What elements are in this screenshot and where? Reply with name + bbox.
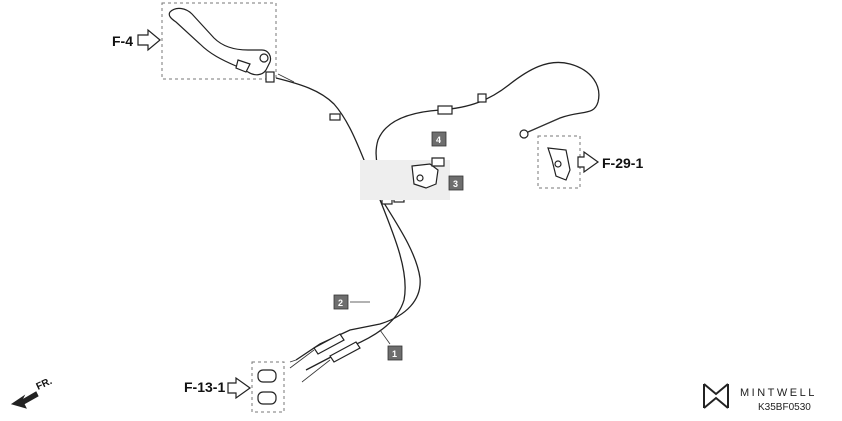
callout-clamp: 3 xyxy=(453,179,458,189)
callout-cable-1: 1 xyxy=(392,349,397,359)
caps-group: F-13-1 xyxy=(184,361,285,413)
lever-clip xyxy=(235,59,251,73)
cap-lower xyxy=(257,391,277,405)
front-direction: FR. xyxy=(10,376,54,409)
cable-boot xyxy=(437,105,453,115)
caps-frame xyxy=(251,361,285,413)
cable-end-adjuster-1 xyxy=(313,333,345,355)
cable-callouts: 2 1 xyxy=(333,294,403,361)
cable-upper-group xyxy=(265,71,406,371)
cable-end-upper xyxy=(277,73,295,83)
cable-lower xyxy=(295,189,421,361)
cable-rod-1 xyxy=(289,349,315,369)
front-arrow-icon xyxy=(10,391,39,409)
ref-right-bracket[interactable]: F-29-1 xyxy=(602,155,643,171)
cable-sleeve xyxy=(329,113,341,121)
cable-end-adjuster-2 xyxy=(329,341,361,363)
callout-box-cable-2[interactable] xyxy=(333,294,349,310)
cable-band xyxy=(477,93,487,103)
clamp-bolt[interactable] xyxy=(431,157,445,167)
arrow-left-icon-lower xyxy=(227,376,252,400)
arrow-right-icon xyxy=(577,150,600,174)
arrow-left-icon xyxy=(137,28,161,52)
cable-ends-group xyxy=(289,333,361,383)
right-bracket-group: F-29-1 xyxy=(537,135,643,189)
clamp-group: 4 3 xyxy=(360,131,464,200)
adjuster-thread xyxy=(527,117,561,133)
brand-logo-icon xyxy=(703,383,729,409)
callout-box-clamp[interactable] xyxy=(448,175,464,191)
cable-lower-group xyxy=(289,179,421,363)
callout-box-bolt[interactable] xyxy=(431,131,447,147)
bracket-hole xyxy=(554,160,562,168)
cable-upper xyxy=(275,77,406,371)
cable-arch-group xyxy=(375,61,600,201)
lever-pivot xyxy=(259,53,269,63)
adjuster-nut xyxy=(519,129,529,139)
callout-bolt: 4 xyxy=(436,135,441,145)
clamp-hole xyxy=(416,174,424,182)
cable-clamp[interactable] xyxy=(411,163,439,189)
cable-lower-end xyxy=(289,359,297,363)
brand-code: K35BF0530 xyxy=(758,402,811,413)
front-label: FR. xyxy=(35,376,54,393)
callout-box-cable-1[interactable] xyxy=(387,345,403,361)
brake-lever-frame xyxy=(161,2,277,80)
brand-name: MINTWELL xyxy=(740,387,817,399)
callout-cable-2: 2 xyxy=(338,298,343,308)
cap-upper xyxy=(257,369,277,383)
brake-lever-group: F-4 xyxy=(112,2,277,80)
ref-brake-lever[interactable]: F-4 xyxy=(112,33,133,49)
ref-lower-ends[interactable]: F-13-1 xyxy=(184,379,225,395)
cable-nipple xyxy=(265,71,275,83)
cable-rod-2 xyxy=(301,359,331,383)
cable-arch xyxy=(375,61,600,201)
leader-1 xyxy=(379,329,391,345)
brake-lever[interactable] xyxy=(168,7,272,76)
brand-mark: MINTWELL K35BF0530 xyxy=(703,383,817,413)
